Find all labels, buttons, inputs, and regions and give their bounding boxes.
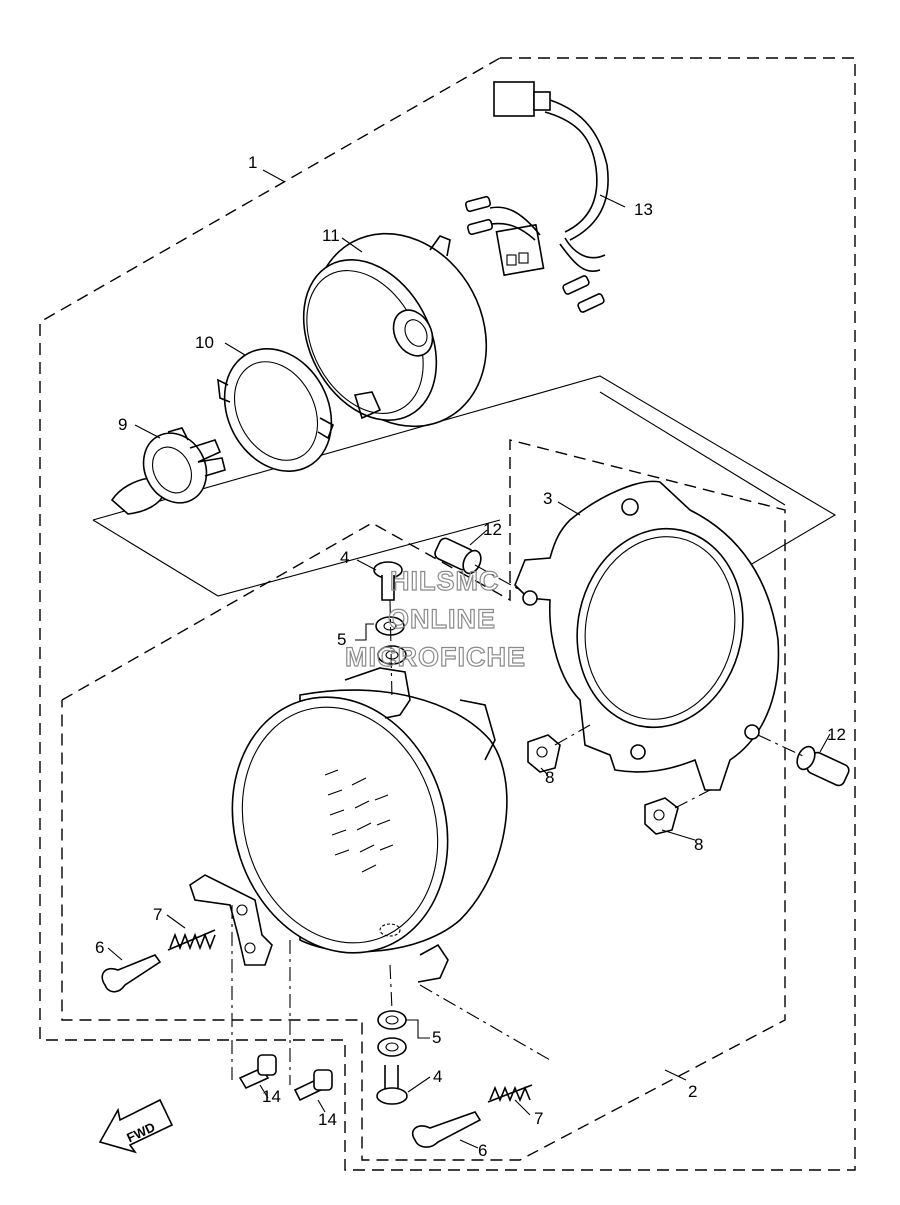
socket-cover-11	[302, 232, 488, 428]
spring-7-right	[487, 1084, 533, 1103]
callout-14-left: 14	[262, 1087, 281, 1106]
callout-6-left: 6	[95, 938, 104, 957]
bulb-group-boundary	[92, 375, 837, 569]
callout-12-right: 12	[827, 725, 846, 744]
assembly-boundary-1	[39, 57, 856, 1171]
headlight-unit-2	[231, 667, 508, 983]
callout-8-left: 8	[545, 768, 554, 787]
forward-direction-arrow: FWD	[98, 1098, 174, 1154]
wire-harness-13	[464, 81, 609, 313]
callout-1: 1	[248, 153, 257, 172]
assembly-boundary-2	[61, 439, 786, 1161]
bolt-14-right	[293, 1069, 333, 1102]
guide-line-grommet-left	[554, 724, 591, 746]
callout-3: 3	[543, 489, 552, 508]
callout-7-right: 7	[534, 1109, 543, 1128]
watermark-line-3: MICROFICHE	[345, 642, 526, 672]
callout-2: 2	[688, 1082, 697, 1101]
retaining-ring-10	[217, 348, 334, 472]
guide-line-collar-upper	[474, 564, 521, 591]
grommet-8-right	[644, 797, 679, 835]
screw-4-lower	[376, 1065, 408, 1105]
adjust-screw-6-right	[411, 1111, 482, 1148]
watermark-line-2: ONLINE	[388, 604, 496, 634]
collar-12-upper	[434, 537, 482, 575]
leader-lines	[107, 169, 831, 1149]
bolt-14-left	[238, 1054, 277, 1090]
callout-13: 13	[634, 200, 653, 219]
headlight-bulb-9	[110, 427, 226, 515]
grommet-8-left	[527, 734, 561, 773]
callout-11: 11	[322, 226, 340, 245]
watermark-line-1: HILSMC	[390, 566, 500, 596]
callout-4-lower: 4	[433, 1067, 442, 1086]
callout-10: 10	[195, 333, 214, 352]
lower-bracket	[189, 874, 273, 966]
guide-line-upper-screw	[389, 599, 393, 701]
callout-9: 9	[118, 415, 127, 434]
screw-4-upper	[373, 561, 403, 601]
callout-5-upper: 5	[337, 630, 346, 649]
mounting-bracket-3	[514, 480, 780, 791]
guide-line-collar-right	[757, 734, 806, 758]
callout-7-left: 7	[153, 905, 162, 924]
callout-6-right: 6	[478, 1141, 487, 1160]
washer-5-lower	[377, 1010, 407, 1057]
callout-8-right: 8	[694, 835, 703, 854]
callout-5-lower: 5	[432, 1028, 441, 1047]
bulb-group-link	[599, 391, 786, 506]
bulb-group-boundary-lower	[92, 519, 501, 597]
callout-4-upper: 4	[340, 548, 349, 567]
callout-12-upper: 12	[483, 520, 502, 539]
callout-14-right: 14	[318, 1110, 337, 1129]
guide-line-lower-screw	[389, 964, 393, 1011]
adjust-screw-6-left	[101, 954, 162, 993]
spring-7-left	[167, 929, 216, 951]
collar-12-right	[796, 745, 850, 787]
guide-line-lower-right	[419, 984, 551, 1061]
washer-5-upper	[375, 616, 407, 665]
guide-line-grommet-right	[674, 789, 711, 809]
